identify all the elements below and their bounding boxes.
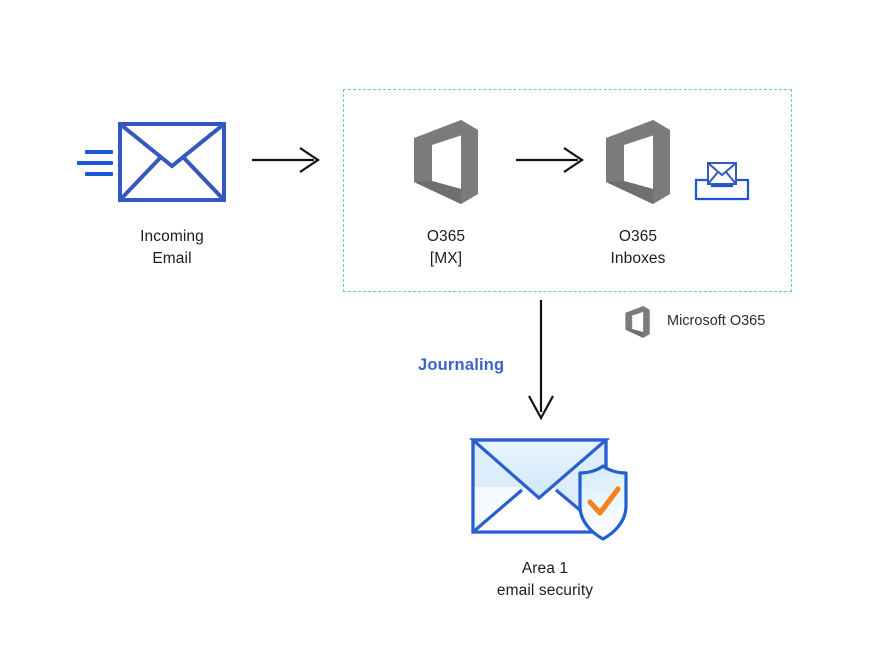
inbox-tray-icon — [694, 162, 750, 201]
inbox-tray-node — [694, 160, 750, 202]
arrow-right-icon — [252, 147, 320, 173]
secure-email-shield-icon — [468, 438, 628, 541]
o365-inboxes-label: O365 Inboxes — [610, 228, 666, 267]
arrow-mx-to-inboxes — [516, 146, 586, 174]
incoming-email-node — [118, 122, 226, 202]
incoming-email-label: Incoming Email — [140, 228, 204, 267]
o365-boundary-zone — [343, 89, 792, 292]
arrow-right-icon — [516, 147, 584, 173]
motion-line-middle — [77, 161, 113, 165]
arrow-incoming-to-mx — [252, 146, 322, 174]
envelope-icon — [118, 122, 226, 202]
area1-node — [468, 432, 630, 550]
arrow-down-icon — [528, 300, 554, 421]
office-365-icon — [414, 120, 478, 204]
legend-icon-wrapper — [620, 303, 655, 339]
motion-line-bottom — [85, 172, 113, 176]
o365-mx-node — [406, 112, 486, 207]
legend-label: Microsoft O365 — [667, 313, 766, 329]
office-365-icon — [625, 306, 650, 338]
arrow-inboxes-to-area1 — [524, 300, 558, 422]
o365-mx-label: O365 [MX] — [426, 228, 466, 267]
journaling-label: Journaling — [418, 356, 505, 374]
area1-label: Area 1 email security — [496, 560, 594, 599]
office-365-icon — [606, 120, 670, 204]
motion-line-top — [85, 150, 113, 154]
o365-inboxes-node — [598, 112, 678, 207]
